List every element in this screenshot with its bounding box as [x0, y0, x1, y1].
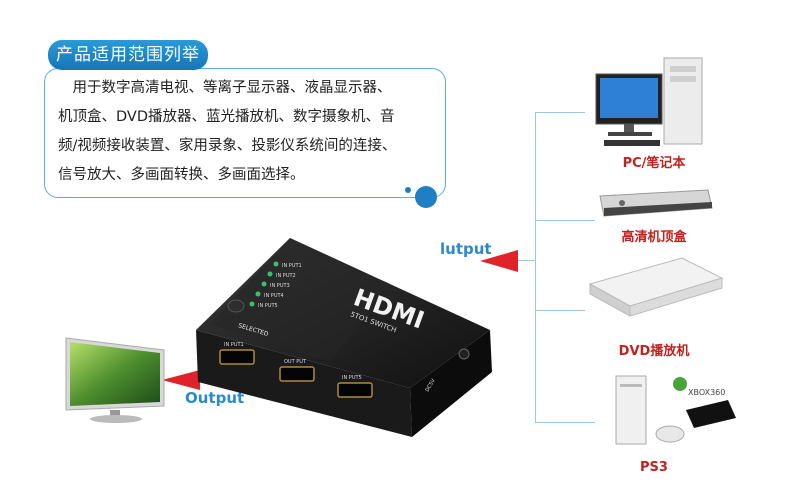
device-label-ps3: PS3: [640, 460, 668, 475]
input-label: lutput: [440, 240, 492, 258]
led-label: IN PUT1: [282, 263, 302, 269]
connector-line: [535, 310, 585, 311]
connector-line: [535, 220, 595, 221]
set-top-box-image: [599, 189, 713, 217]
led-label: IN PUT2: [276, 273, 296, 279]
description-line: 频/视频接收装置、家用录象、投影仪系统间的连接、: [58, 138, 397, 154]
connector-line: [535, 112, 536, 422]
description-text: 用于数字高清电视、等离子显示器、液晶显示器、 机顶盒、DVD播放器、蓝光播放机、…: [58, 74, 436, 190]
output-label: Output: [185, 389, 245, 407]
section-title: 产品适用范围列举: [48, 40, 208, 70]
hdmi-switch-image: IN PUT1 IN PUT2 IN PUT3 IN PUT4 IN PUT5 …: [196, 238, 492, 437]
connector-line: [535, 112, 585, 113]
port-label: IN PUT5: [342, 375, 362, 381]
port-label: OUT PUT: [284, 359, 307, 365]
description-line: 用于数字高清电视、等离子显示器、液晶显示器、: [58, 80, 392, 96]
description-line: 机顶盒、DVD播放器、蓝光播放机、数字摄象机、音: [58, 109, 395, 125]
device-label-pc: PC/笔记本: [622, 156, 686, 171]
pc-image: [595, 57, 703, 146]
xbox-label: XBOX360: [688, 388, 726, 397]
connector-line: [535, 422, 595, 423]
description-line: 信号放大、多画面转换、多画面选择。: [58, 167, 305, 183]
tv-image: [65, 337, 165, 423]
description-card: [44, 68, 446, 198]
device-label-dvd: DVD播放机: [618, 344, 690, 359]
led-label: IN PUT4: [264, 293, 284, 299]
decor-dot: [405, 187, 411, 193]
device-label-stb: 高清机顶盒: [621, 230, 687, 245]
port-label: IN PUT1: [224, 342, 244, 348]
led-label: IN PUT5: [258, 303, 278, 309]
input-arrow-icon: [480, 250, 518, 272]
decor-dot: [415, 186, 437, 208]
game-console-image: [615, 375, 736, 445]
led-label: IN PUT3: [270, 283, 290, 289]
output-arrow-icon: [162, 370, 200, 390]
dvd-player-image: [588, 257, 724, 317]
